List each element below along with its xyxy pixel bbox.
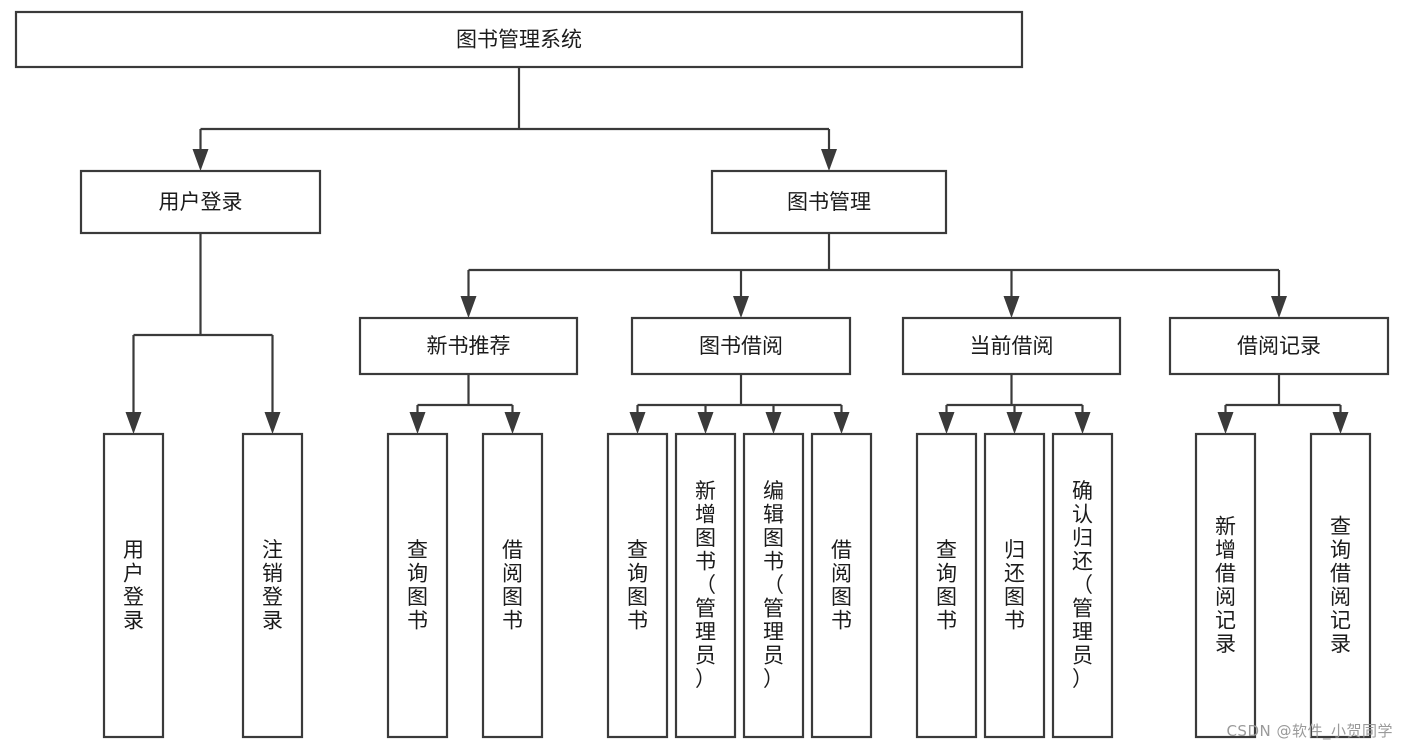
node-box-borrow-record[interactable] [1168,316,1390,376]
node-label-leaf-borrow-book-2: 借阅图书 [831,538,852,633]
to-leaf-add-record-arrowhead [1217,412,1234,434]
node-leaf-borrow-book-2[interactable]: 借阅图书 [810,432,873,739]
node-label-leaf-query-record: 查询借阅记录 [1330,514,1351,656]
node-label-leaf-query-book-1: 查询图书 [407,538,428,633]
to-leaf-edit-book-arrowhead [765,412,782,434]
node-box-leaf-query-book-2[interactable] [606,432,669,739]
node-box-book-manage[interactable] [710,169,948,235]
to-leaf-add-book-arrowhead [697,412,714,434]
connector-layer [125,67,1349,434]
node-label-borrow-record: 借阅记录 [1237,334,1321,358]
to-leaf-query-book-2-arrowhead [629,412,646,434]
node-label-leaf-return-book: 归还图书 [1004,538,1025,633]
node-layer: 图书管理系统用户登录图书管理新书推荐图书借阅当前借阅借阅记录用户登录注销登录查询… [14,10,1390,739]
to-user-login-arrowhead [192,149,209,171]
node-box-leaf-borrow-book-2[interactable] [810,432,873,739]
node-leaf-confirm-return[interactable]: 确认归还（管理员） [1051,432,1114,739]
to-leaf-query-book-1-arrowhead [409,412,426,434]
to-current-borrow-arrowhead [1003,296,1020,318]
to-leaf-query-book-3-arrowhead [938,412,955,434]
node-leaf-query-book-3[interactable]: 查询图书 [915,432,978,739]
node-box-leaf-logout[interactable] [241,432,304,739]
to-leaf-borrow-book-1-arrowhead [504,412,521,434]
node-root[interactable]: 图书管理系统 [14,10,1024,69]
node-box-book-borrow[interactable] [630,316,852,376]
node-label-leaf-query-book-2: 查询图书 [627,538,648,633]
node-leaf-add-record[interactable]: 新增借阅记录 [1194,432,1257,739]
node-label-leaf-edit-book: 编辑图书（管理员） [763,479,784,691]
node-label-leaf-add-book: 新增图书（管理员） [695,479,716,691]
node-book-manage[interactable]: 图书管理 [710,169,948,235]
node-box-leaf-confirm-return[interactable] [1051,432,1114,739]
node-user-login[interactable]: 用户登录 [79,169,322,235]
node-current-borrow[interactable]: 当前借阅 [901,316,1122,376]
node-leaf-user-login[interactable]: 用户登录 [102,432,165,739]
to-leaf-query-record-arrowhead [1332,412,1349,434]
node-borrow-record[interactable]: 借阅记录 [1168,316,1390,376]
node-box-new-book-recommend[interactable] [358,316,579,376]
node-label-current-borrow: 当前借阅 [970,334,1054,358]
node-label-new-book-recommend: 新书推荐 [427,334,511,358]
node-leaf-return-book[interactable]: 归还图书 [983,432,1046,739]
to-new-book-recommend-arrowhead [460,296,477,318]
node-box-leaf-add-record[interactable] [1194,432,1257,739]
node-box-current-borrow[interactable] [901,316,1122,376]
node-leaf-edit-book[interactable]: 编辑图书（管理员） [742,432,805,739]
node-leaf-add-book[interactable]: 新增图书（管理员） [674,432,737,739]
node-label-leaf-logout: 注销登录 [262,538,283,633]
node-box-leaf-return-book[interactable] [983,432,1046,739]
node-box-leaf-add-book[interactable] [674,432,737,739]
to-borrow-record-arrowhead [1271,296,1287,318]
node-leaf-query-book-2[interactable]: 查询图书 [606,432,669,739]
node-box-leaf-query-book-1[interactable] [386,432,449,739]
node-box-leaf-query-record[interactable] [1309,432,1372,739]
to-leaf-user-login-arrowhead [125,412,142,434]
node-box-leaf-user-login[interactable] [102,432,165,739]
node-leaf-borrow-book-1[interactable]: 借阅图书 [481,432,544,739]
node-book-borrow[interactable]: 图书借阅 [630,316,852,376]
watermark-label: CSDN @软件_小贺同学 [1226,722,1393,740]
node-leaf-query-record[interactable]: 查询借阅记录 [1309,432,1372,739]
node-label-leaf-borrow-book-1: 借阅图书 [502,538,523,633]
node-label-leaf-user-login: 用户登录 [123,538,144,633]
to-leaf-confirm-return-arrowhead [1074,412,1091,434]
node-box-leaf-borrow-book-1[interactable] [481,432,544,739]
node-label-book-borrow: 图书借阅 [699,334,783,358]
node-label-leaf-confirm-return: 确认归还（管理员） [1072,479,1093,691]
node-box-user-login[interactable] [79,169,322,235]
node-leaf-logout[interactable]: 注销登录 [241,432,304,739]
node-leaf-query-book-1[interactable]: 查询图书 [386,432,449,739]
to-leaf-logout-arrowhead [264,412,281,434]
node-label-book-manage: 图书管理 [787,190,871,214]
node-label-root: 图书管理系统 [456,28,582,52]
node-box-leaf-query-book-3[interactable] [915,432,978,739]
node-box-root[interactable] [14,10,1024,69]
node-label-leaf-add-record: 新增借阅记录 [1215,514,1236,656]
node-box-leaf-edit-book[interactable] [742,432,805,739]
to-book-manage-arrowhead [821,149,837,171]
node-label-user-login: 用户登录 [159,190,243,214]
to-leaf-borrow-book-2-arrowhead [833,412,850,434]
to-book-borrow-arrowhead [733,296,749,318]
node-label-leaf-query-book-3: 查询图书 [936,538,957,633]
node-new-book-recommend[interactable]: 新书推荐 [358,316,579,376]
to-leaf-return-book-arrowhead [1006,412,1023,434]
